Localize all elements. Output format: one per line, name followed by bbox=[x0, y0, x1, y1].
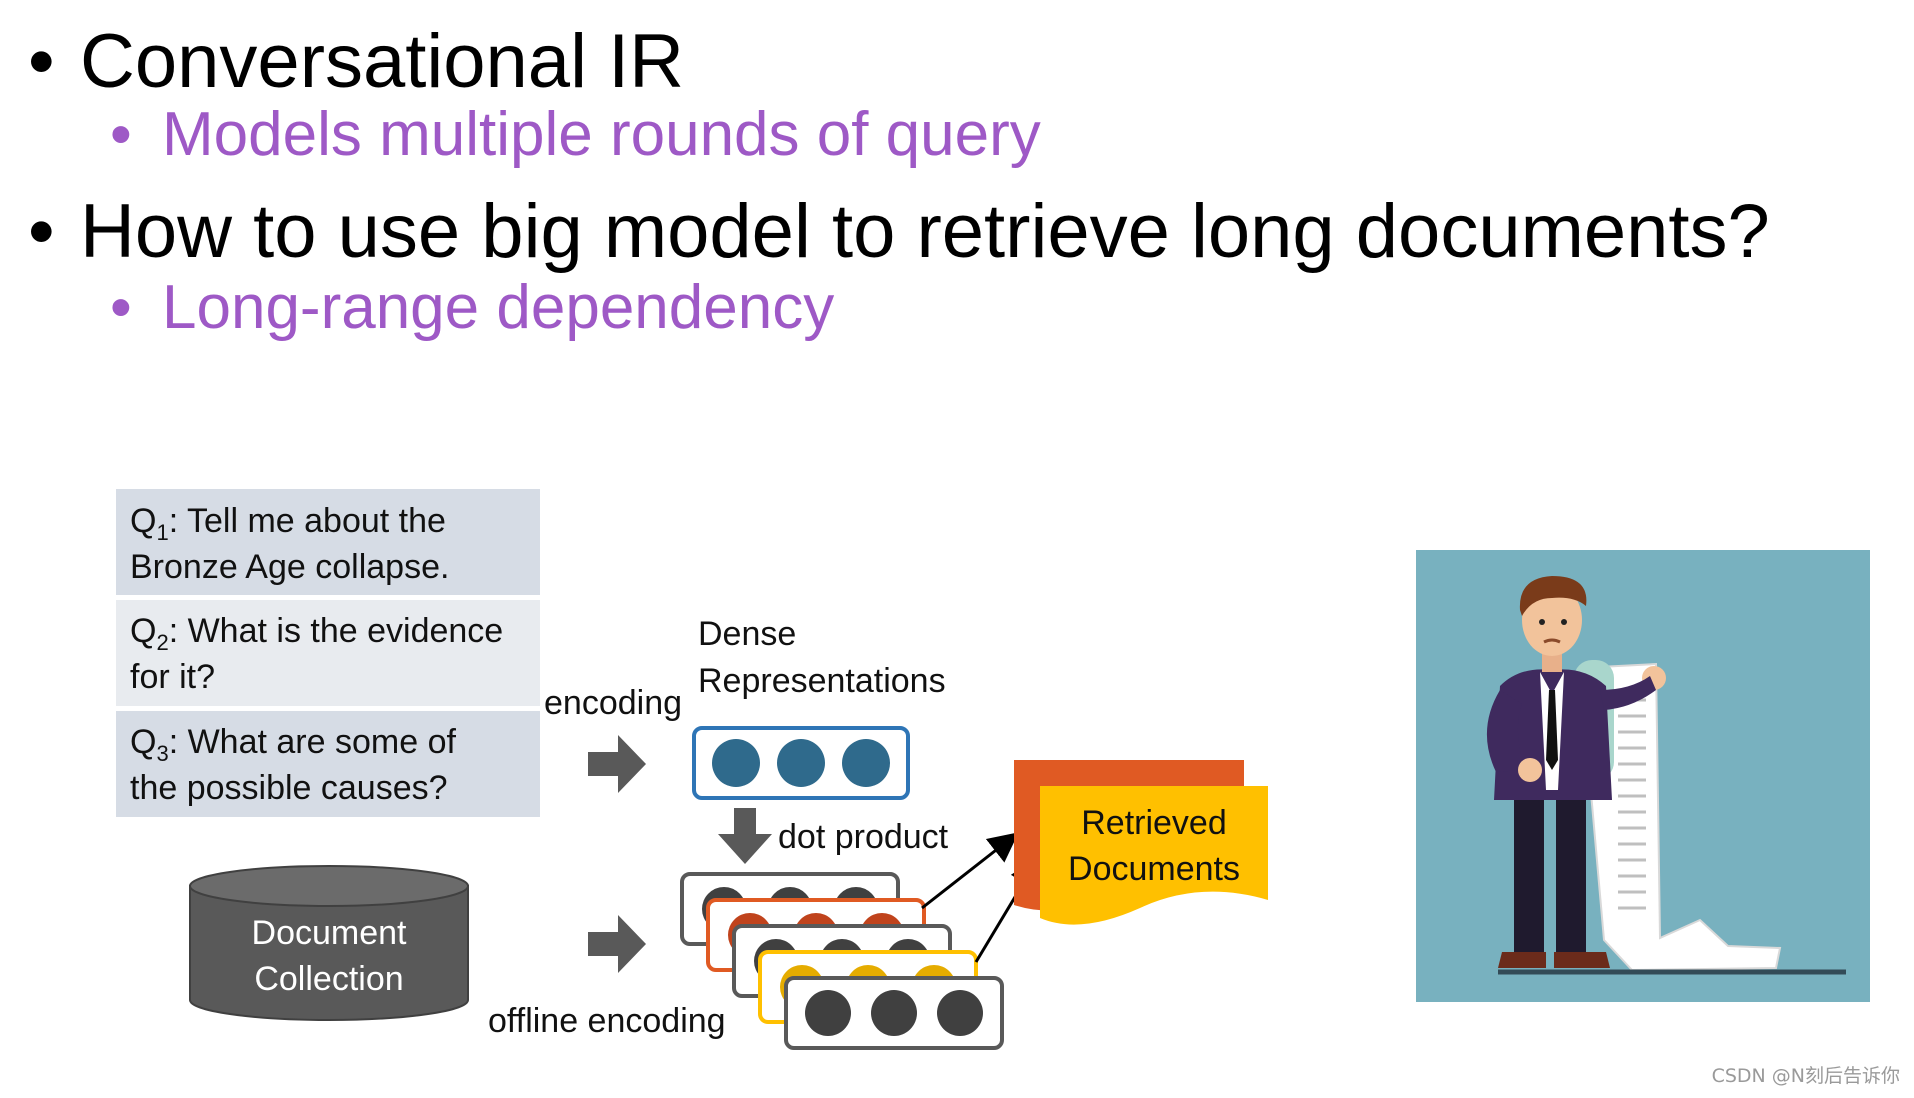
bullet-2: • How to use big model to retrieve long … bbox=[28, 192, 1770, 272]
encoding-label: encoding bbox=[544, 684, 682, 722]
dense-circle bbox=[712, 739, 760, 787]
query-box-1 bbox=[116, 489, 540, 595]
sub-bullet-2: • Long-range dependency bbox=[110, 273, 834, 343]
sub-bullet-1: • Models multiple rounds of query bbox=[110, 100, 1041, 170]
query-box-2 bbox=[116, 600, 540, 706]
encoding-arrow-icon bbox=[588, 735, 646, 793]
watermark: CSDN @N刻后告诉你 bbox=[1711, 1065, 1900, 1087]
dense-label-line2: Representations bbox=[698, 662, 946, 700]
man-reading-long-receipt-illustration bbox=[1416, 550, 1870, 1002]
bullet-2-text: How to use big model to retrieve long do… bbox=[80, 189, 1770, 274]
dense-circle bbox=[842, 739, 890, 787]
sub-bullet-1-text: Models multiple rounds of query bbox=[162, 100, 1041, 169]
dense-circle bbox=[777, 739, 825, 787]
dot-product-label: dot product bbox=[778, 818, 949, 856]
query-1-line2: Bronze Age collapse. bbox=[130, 548, 449, 586]
query-1-line1: Q1: Tell me about the bbox=[130, 502, 446, 545]
down-arrow-icon bbox=[718, 808, 772, 864]
query-list: Q1: Tell me about the Bronze Age collaps… bbox=[116, 489, 540, 817]
offline-encoding-label: offline encoding bbox=[488, 1002, 726, 1040]
retrieved-documents-line2: Documents bbox=[1068, 850, 1240, 888]
offline-encoding-arrow-icon bbox=[588, 915, 646, 973]
document-collection-cylinder bbox=[189, 865, 469, 1021]
query-3-line1: Q3: What are some of bbox=[130, 723, 456, 766]
query-box-3 bbox=[116, 711, 540, 817]
retrieval-arrow-icon bbox=[921, 832, 1019, 910]
retrieved-documents bbox=[1014, 760, 1268, 925]
query-3-line2: the possible causes? bbox=[130, 769, 448, 807]
retrieved-documents-line1: Retrieved bbox=[1081, 804, 1227, 842]
dense-label-line1: Dense bbox=[698, 615, 796, 653]
query-2-line2: for it? bbox=[130, 658, 215, 696]
sub-bullet-dot: • bbox=[110, 100, 132, 169]
document-collection-line2: Collection bbox=[254, 960, 403, 998]
bullet-dot: • bbox=[28, 189, 55, 274]
sub-bullet-dot: • bbox=[110, 273, 132, 342]
bullet-dot: • bbox=[28, 19, 55, 104]
document-representations-stack bbox=[680, 872, 1004, 1050]
document-collection-line1: Document bbox=[252, 914, 408, 952]
bullet-1: • Conversational IR bbox=[28, 22, 684, 102]
bullet-1-text: Conversational IR bbox=[80, 19, 685, 104]
query-2-line1: Q2: What is the evidence bbox=[130, 612, 503, 655]
sub-bullet-2-text: Long-range dependency bbox=[162, 273, 835, 342]
